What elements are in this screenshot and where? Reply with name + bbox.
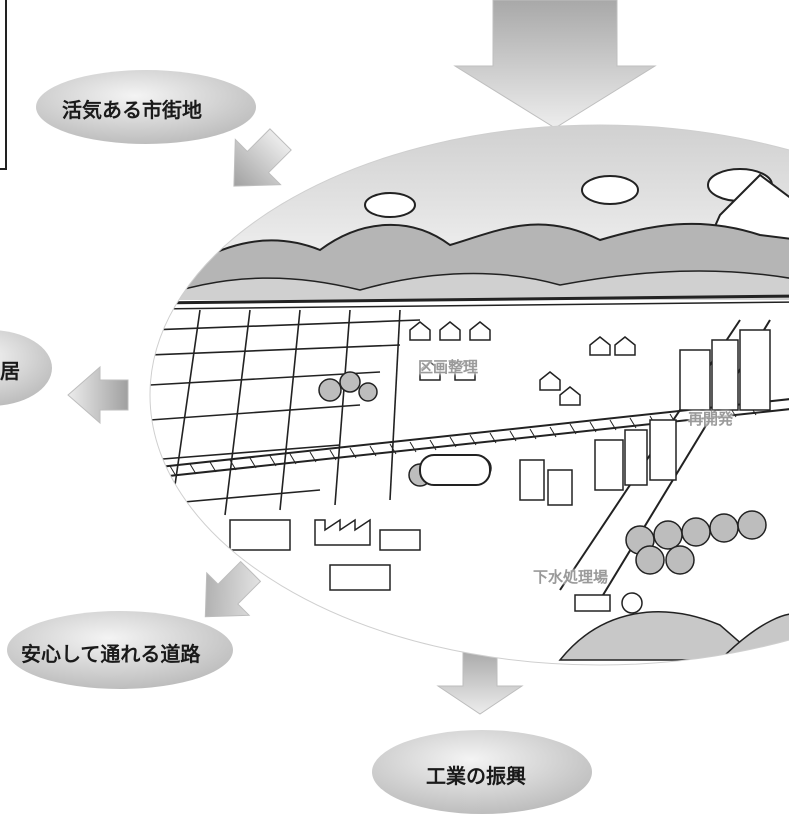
frame-border-vertical: [5, 0, 7, 170]
arrow-to-lively-downtown: [233, 128, 292, 187]
bubble-industry: [372, 730, 592, 814]
map-label-sewage-plant: 下水処理場: [533, 568, 609, 586]
frame-border-horizontal: [0, 168, 7, 170]
arrow-to-safe-roads: [204, 560, 262, 618]
label-safe-roads: 安心して通れる道路: [21, 642, 201, 666]
map-label-land-readjustment: 区画整理: [418, 358, 479, 376]
bubble-lively-downtown: [36, 70, 256, 144]
input-arrow-top: [453, 0, 657, 129]
bubble-housing: [0, 330, 52, 406]
map-label-redevelopment: 再開発: [688, 410, 734, 428]
label-lively-downtown: 活気ある市街地: [62, 98, 202, 122]
arrow-to-housing: [67, 365, 129, 425]
bubble-safe-roads: [7, 611, 233, 689]
label-industry: 工業の振興: [426, 764, 526, 788]
label-housing: 居: [0, 359, 20, 383]
